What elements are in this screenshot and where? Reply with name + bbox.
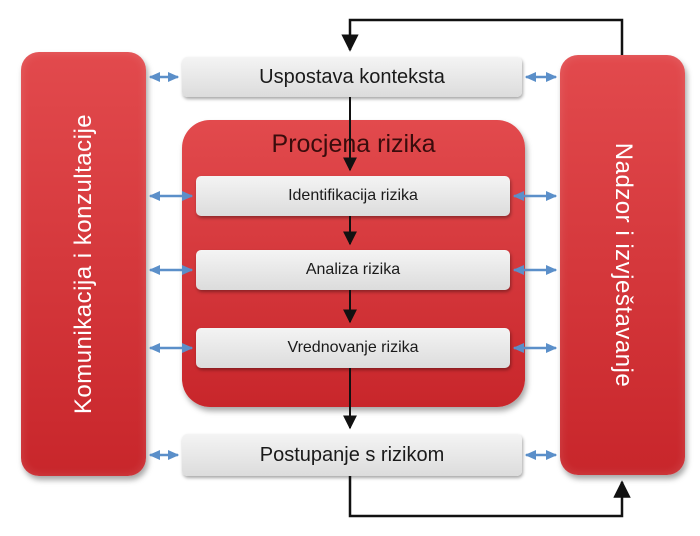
establish-context-label: Uspostava konteksta <box>259 65 445 88</box>
risk-identification-box: Identifikacija rizika <box>196 176 510 216</box>
risk-analysis-box: Analiza rizika <box>196 250 510 290</box>
risk-treatment-box: Postupanje s rizikom <box>182 434 522 476</box>
feedback-loop-bottom-arrow <box>348 476 631 518</box>
feedback-loop-top-arrow <box>341 18 624 55</box>
risk-assessment-title: Procjena rizika <box>271 130 436 158</box>
risk-analysis-label: Analiza rizika <box>305 261 401 278</box>
monitoring-reporting-panel: Nadzor i izvještavanje <box>560 55 685 475</box>
risk-evaluation-label: Vrednovanje rizika <box>287 339 419 356</box>
risk-treatment-label: Postupanje s rizikom <box>259 443 445 466</box>
establish-context-box: Uspostava konteksta <box>182 57 522 97</box>
risk-identification-label: Identifikacija rizika <box>288 187 418 204</box>
risk-evaluation-box: Vrednovanje rizika <box>196 328 510 368</box>
communication-consultation-panel: Komunikacija i konzultacije <box>21 52 146 476</box>
